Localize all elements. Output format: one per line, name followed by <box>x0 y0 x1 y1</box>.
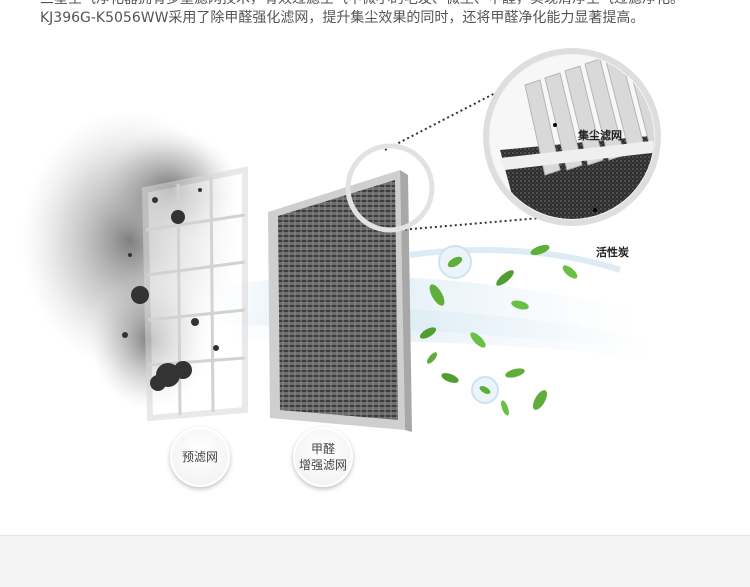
badge-pre-filter: 预滤网 <box>170 427 230 487</box>
footer-band <box>0 535 750 587</box>
filter-illustration: 集尘滤网 活性炭 <box>0 40 750 535</box>
filter-illustration-svg <box>20 48 661 432</box>
intro-line-2: KJ396G-K5056WW采用了除甲醛强化滤网，提升集尘效果的同时，还将甲醛净… <box>40 10 645 26</box>
label-activated-carbon: 活性炭 <box>596 246 629 259</box>
intro-line-1: 三星空气净化器拥有多重滤网技术，有效过滤空气中微小的毛发、微尘、甲醛，实现清净空… <box>40 0 740 8</box>
dust-particles <box>122 188 219 391</box>
zoom-callout <box>345 48 661 233</box>
badge-hcho-line-2: 增强滤网 <box>298 458 347 472</box>
badge-hcho-filter: 甲醛 增强滤网 <box>293 427 353 487</box>
badge-pre-filter-label: 预滤网 <box>181 450 218 464</box>
label-dust-filter: 集尘滤网 <box>578 129 622 142</box>
hcho-filter-panel <box>268 170 412 432</box>
badge-hcho-line-1: 甲醛 <box>310 442 335 456</box>
leaf-decoration <box>419 244 578 416</box>
